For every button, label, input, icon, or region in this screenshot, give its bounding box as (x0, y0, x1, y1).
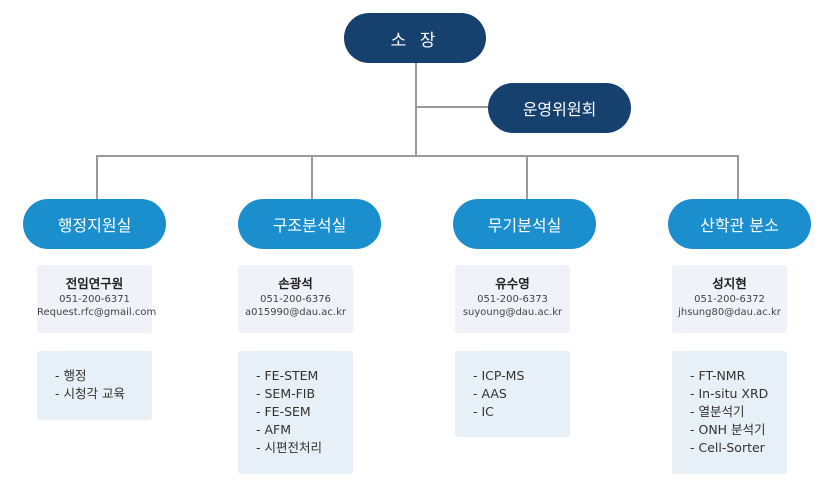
contact-name: 유수영 (495, 276, 530, 291)
duty-item: - In-situ XRD (690, 386, 769, 401)
dept-node-inorganic: 무기분석실 (453, 199, 596, 249)
connector-dept-2 (526, 155, 528, 205)
dept-duties-box: - FT-NMR - In-situ XRD - 열분석기 - ONH 분석기 … (672, 351, 787, 474)
contact-name: 성지현 (712, 276, 747, 291)
duty-item: - 시편전처리 (256, 440, 322, 455)
dept-node-structure: 구조분석실 (238, 199, 381, 249)
duty-item: - FE-SEM (256, 404, 311, 419)
connector-dept-1 (311, 155, 313, 205)
duty-item: - FE-STEM (256, 368, 319, 383)
duty-item: - SEM-FIB (256, 386, 316, 401)
duty-item: - Cell-Sorter (690, 440, 765, 455)
contact-email: a015990@dau.ac.kr (244, 307, 346, 318)
duty-item: - ONH 분석기 (690, 422, 766, 437)
dept-contact-card: 전임연구원 051-200-6371 Request.rfc@gmail.com (37, 265, 157, 333)
dept-node-branch: 산학관 분소 (668, 199, 811, 249)
dept-contact-card: 성지현 051-200-6372 jhsung80@dau.ac.kr (672, 265, 787, 333)
duty-item: - 시청각 교육 (55, 386, 125, 401)
connector-horizontal-bar (96, 155, 739, 157)
dept-contact-card: 손광석 051-200-6376 a015990@dau.ac.kr (238, 265, 353, 333)
duty-item: - IC (473, 404, 494, 419)
duty-item: - AAS (473, 386, 507, 401)
contact-phone: 051-200-6372 (694, 294, 765, 305)
connector-dept-3 (737, 155, 739, 205)
contact-phone: 051-200-6376 (260, 294, 331, 305)
duty-item: - 열분석기 (690, 404, 745, 419)
dept-duties-box: - ICP-MS - AAS - IC (455, 351, 570, 437)
dept-contact-card: 유수영 051-200-6373 suyoung@dau.ac.kr (455, 265, 570, 333)
dept-node-admin: 행정지원실 (23, 199, 166, 249)
dept-duties-box: - 행정 - 시청각 교육 (37, 351, 152, 420)
contact-phone: 051-200-6371 (59, 294, 130, 305)
contact-phone: 051-200-6373 (477, 294, 548, 305)
duty-item: - ICP-MS (473, 368, 525, 383)
committee-node: 운영위원회 (488, 83, 631, 133)
connector-committee (415, 106, 490, 108)
director-node: 소 장 (344, 13, 486, 63)
connector-director-trunk (415, 50, 417, 156)
connector-dept-0 (96, 155, 98, 205)
contact-email: jhsung80@dau.ac.kr (678, 307, 781, 318)
dept-duties-box: - FE-STEM - SEM-FIB - FE-SEM - AFM - 시편전… (238, 351, 353, 474)
contact-email: suyoung@dau.ac.kr (462, 307, 563, 318)
duty-item: - FT-NMR (690, 368, 746, 383)
contact-name: 전임연구원 (65, 276, 124, 291)
duty-item: - 행정 (55, 368, 87, 383)
duty-item: - AFM (256, 422, 292, 437)
contact-email: Request.rfc@gmail.com (37, 307, 157, 318)
contact-name: 손광석 (278, 276, 313, 291)
